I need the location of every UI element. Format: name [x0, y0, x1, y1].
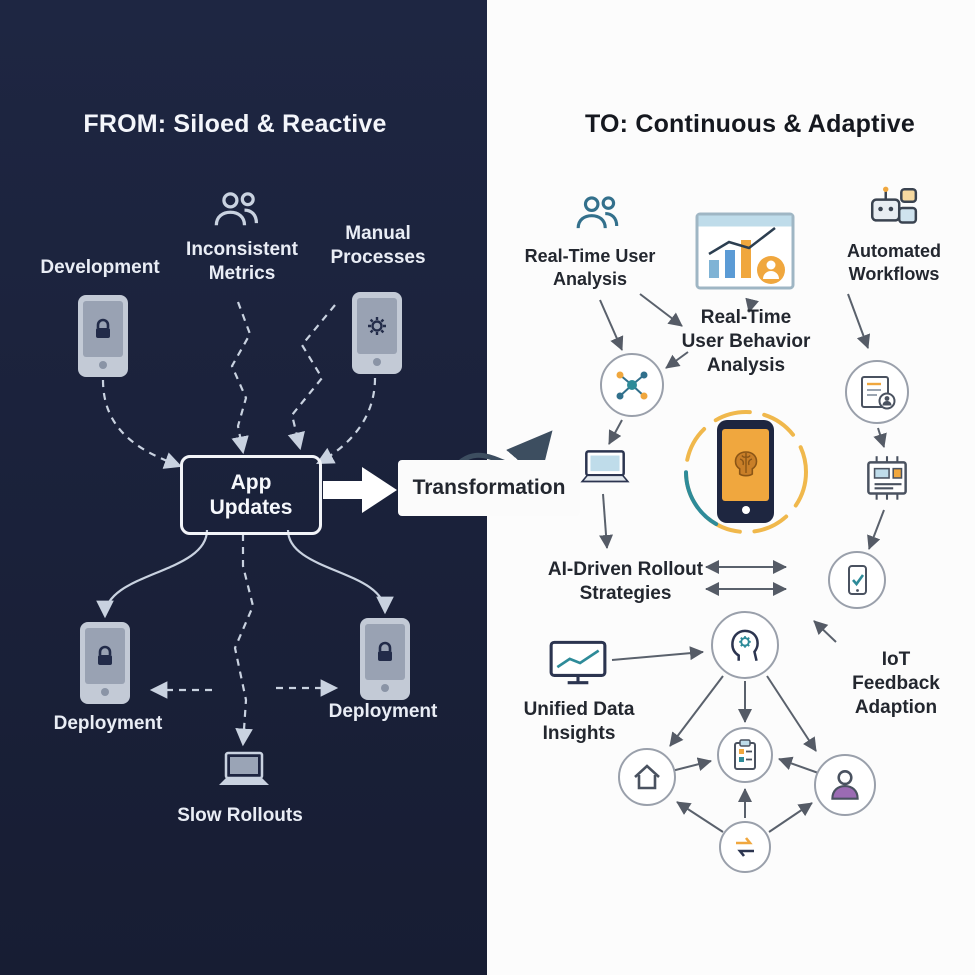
people-icon [214, 192, 259, 226]
phone-home-button [99, 361, 107, 369]
label-iot-feedback-adaption: IoT Feedback Adaption [852, 649, 940, 718]
people-icon [576, 196, 619, 229]
phone-screen [85, 628, 125, 684]
checklist-node [717, 727, 773, 783]
from-title: FROM: Siloed & Reactive [83, 110, 387, 138]
home-node [618, 748, 676, 806]
ai-head-node [711, 611, 779, 679]
lock-icon [378, 641, 392, 661]
label-ai-driven-rollout-strategies: AI-Driven Rollout Strategies [547, 559, 704, 604]
analytics-dashboard-icon [695, 212, 795, 290]
clipboard-icon [734, 739, 756, 770]
phone-gear-icon [352, 292, 402, 374]
app-updates-label: App Updates [209, 470, 293, 519]
head-gear-icon [731, 629, 759, 662]
label-deployment-left: Deployment [53, 713, 163, 734]
lock-icon [98, 645, 112, 665]
label-development: Development [40, 257, 160, 278]
phone-lock-icon [360, 618, 410, 700]
to-title: TO: Continuous & Adaptive [585, 110, 915, 138]
phone-home-button [381, 684, 389, 692]
label-real-time-user-behavior-analysis: Real-Time User Behavior Analysis [681, 307, 811, 376]
laptop-icon [580, 450, 630, 483]
label-slow-rollouts: Slow Rollouts [177, 805, 303, 826]
person-icon [831, 770, 859, 800]
sync-node [719, 821, 771, 873]
phone-home-button [373, 358, 381, 366]
phone-home-button [101, 688, 109, 696]
phone-check-node [828, 551, 886, 609]
network-icon [616, 371, 648, 400]
label-unified-data-insights: Unified Data Insights [523, 699, 635, 744]
phone-check-icon [848, 565, 867, 595]
label-deployment-right: Deployment [328, 701, 438, 722]
user-profile-doc-node [845, 360, 909, 424]
circuit-board-icon [867, 456, 907, 500]
user-node [814, 754, 876, 816]
phone-screen [365, 624, 405, 680]
label-manual-processes: Manual Processes [330, 223, 426, 268]
brain-icon [734, 451, 757, 477]
label-real-time-user-analysis: Real-Time User Analysis [524, 246, 656, 289]
monitor-chart-icon [549, 640, 607, 685]
network-node [600, 353, 664, 417]
lock-icon [96, 318, 110, 338]
home-icon [634, 764, 660, 790]
label-inconsistent-metrics: Inconsistent Metrics [186, 239, 298, 284]
transformation-label: Transformation [412, 476, 566, 499]
label-automated-workflows: Automated Workflows [847, 241, 941, 284]
adaptive-halo-icon [684, 410, 808, 534]
ai-phone-icon [717, 420, 774, 523]
phone-home-button [741, 506, 750, 514]
document-person-icon [861, 376, 896, 410]
laptop-icon [219, 751, 269, 785]
gear-icon [368, 317, 386, 335]
app-updates-box: App Updates [180, 455, 322, 535]
robot-automation-icon [870, 186, 918, 224]
phone-lock-icon [80, 622, 130, 704]
phone-screen [357, 298, 397, 354]
sync-arrows-icon [736, 837, 754, 857]
phone-screen [83, 301, 123, 357]
phone-lock-icon [78, 295, 128, 377]
phone-screen [722, 429, 769, 501]
